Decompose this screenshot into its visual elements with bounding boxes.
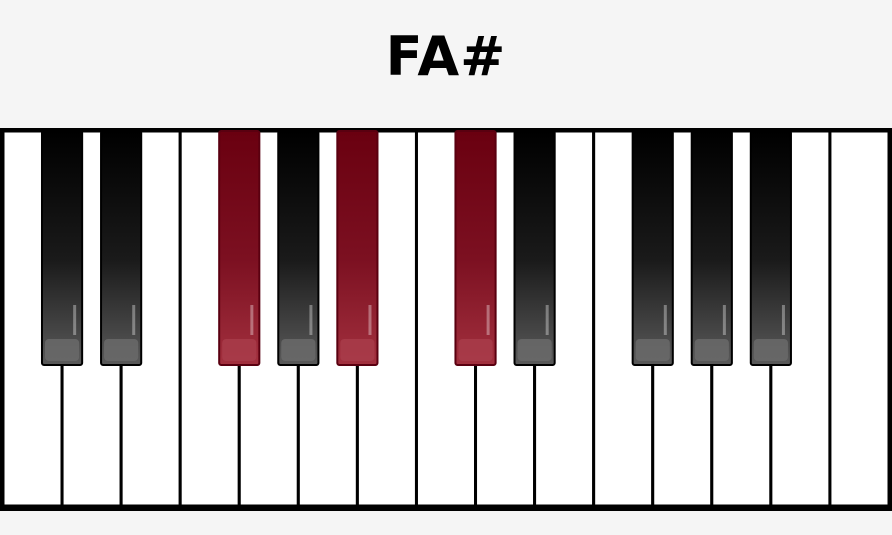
black-key[interactable] bbox=[277, 130, 320, 366]
chord-title: FA# bbox=[385, 25, 507, 88]
black-key-bevel bbox=[340, 339, 375, 361]
black-key-sheen bbox=[722, 305, 726, 335]
black-key-body bbox=[454, 130, 497, 366]
black-key-sheen bbox=[486, 305, 490, 335]
black-key-body bbox=[336, 130, 379, 366]
black-key-sheen bbox=[781, 305, 785, 335]
white-key[interactable] bbox=[828, 129, 891, 508]
black-key-sheen bbox=[663, 305, 667, 335]
black-key-body bbox=[218, 130, 261, 366]
black-key-highlighted[interactable] bbox=[218, 130, 261, 366]
black-key-bevel bbox=[753, 339, 788, 361]
black-key-body bbox=[690, 130, 733, 366]
black-key-body bbox=[749, 130, 792, 366]
black-key-highlighted[interactable] bbox=[454, 130, 497, 366]
piano-keyboard-svg bbox=[0, 128, 892, 511]
black-key-sheen bbox=[73, 305, 77, 335]
black-key-sheen bbox=[309, 305, 313, 335]
piano-keyboard bbox=[0, 128, 892, 512]
black-key-bevel bbox=[458, 339, 493, 361]
black-key-sheen bbox=[250, 305, 254, 335]
black-key-bevel bbox=[44, 339, 80, 361]
black-key-body bbox=[631, 130, 674, 366]
black-key-bevel bbox=[635, 339, 670, 361]
black-key-sheen bbox=[368, 305, 372, 335]
black-key-sheen bbox=[545, 305, 549, 335]
black-key[interactable] bbox=[40, 130, 84, 366]
black-key[interactable] bbox=[513, 130, 556, 366]
black-key-bevel bbox=[222, 339, 257, 361]
black-key[interactable] bbox=[631, 130, 674, 366]
black-key-body bbox=[513, 130, 556, 366]
black-key-bevel bbox=[104, 339, 139, 361]
black-key[interactable] bbox=[749, 130, 792, 366]
black-key-body bbox=[40, 130, 84, 366]
black-key-bevel bbox=[694, 339, 729, 361]
black-key-body bbox=[277, 130, 320, 366]
black-key[interactable] bbox=[690, 130, 733, 366]
black-key-sheen bbox=[132, 305, 136, 335]
black-key[interactable] bbox=[100, 130, 143, 366]
black-key-bevel bbox=[281, 339, 316, 361]
black-key-body bbox=[100, 130, 143, 366]
black-key-bevel bbox=[517, 339, 552, 361]
black-key-highlighted[interactable] bbox=[336, 130, 379, 366]
